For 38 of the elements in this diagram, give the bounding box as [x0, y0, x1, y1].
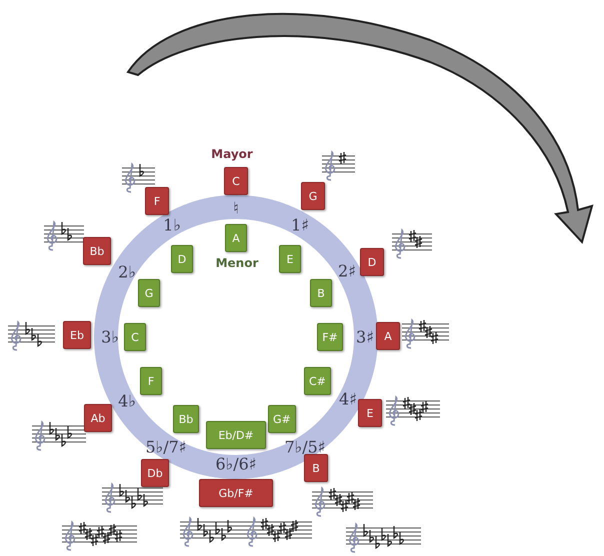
minor-key-box: B [310, 279, 332, 307]
minor-key-box: Eb/D# [206, 421, 266, 449]
mode-heading: Menor [216, 256, 258, 270]
minor-key-box: G# [268, 405, 296, 433]
minor-key-box: G [138, 279, 160, 307]
major-key-box: B [304, 454, 328, 482]
accidental-count-label: 3♭ [101, 328, 119, 346]
minor-key-box: F# [317, 323, 343, 351]
accidental-count-label: ♮ [233, 198, 239, 218]
major-key-box: Eb [63, 321, 91, 349]
minor-key-box: A [225, 224, 247, 252]
major-key-box: E [358, 399, 382, 427]
major-key-box: G [301, 182, 325, 210]
major-key-box: Db [141, 459, 169, 487]
minor-key-box: C# [304, 367, 331, 395]
major-key-box: D [360, 248, 384, 276]
accidental-count-label: 4♯ [339, 390, 357, 408]
major-key-box: Bb [83, 237, 111, 265]
major-key-box: Gb/F# [199, 479, 273, 507]
accidental-count-label: 7♭/5♯ [284, 438, 326, 456]
accidental-count-label: 2♭ [118, 262, 136, 282]
accidental-count-label: 4♭ [118, 392, 136, 410]
minor-key-box: C [124, 323, 146, 351]
minor-key-box: E [279, 245, 301, 273]
accidental-count-label: 3♯ [356, 328, 374, 346]
accidental-count-label: 6♭/6♯ [215, 454, 257, 474]
major-key-box: A [376, 322, 400, 350]
accidental-count-label: 1♯ [291, 216, 309, 234]
accidental-count-label: 5♭/7♯ [145, 438, 187, 456]
major-key-box: C [224, 167, 248, 195]
major-key-box: Ab [84, 404, 112, 432]
mode-heading: Mayor [211, 147, 253, 161]
accidental-count-label: 2♯ [338, 262, 356, 280]
minor-key-box: F [140, 367, 162, 395]
major-key-box: F [145, 187, 169, 215]
accidental-count-label: 1♭ [163, 216, 181, 234]
minor-key-box: Bb [173, 405, 199, 433]
minor-key-box: D [171, 245, 193, 273]
